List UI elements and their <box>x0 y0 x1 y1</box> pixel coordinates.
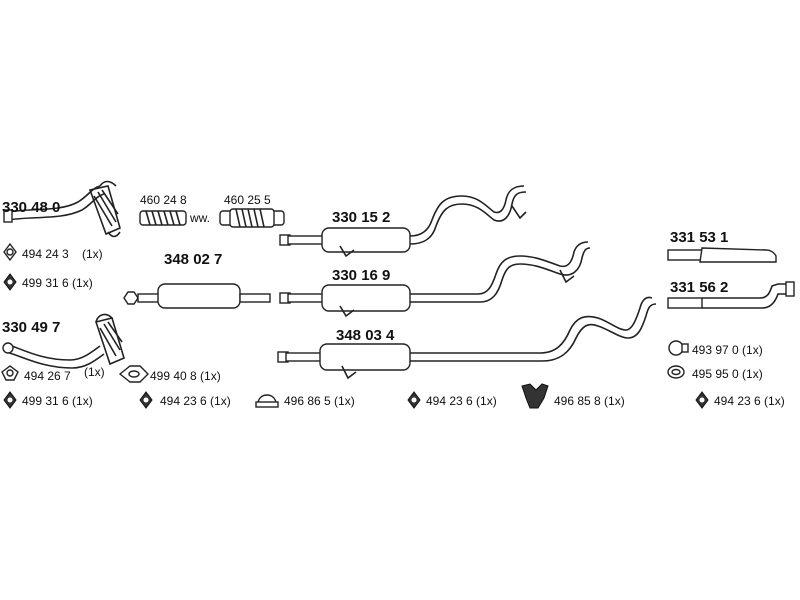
rubber-mount-icon <box>695 391 709 409</box>
downpipe-330480-icon <box>3 180 121 238</box>
accessory-499316-bottom: 499 31 6 (1x) <box>22 394 93 408</box>
flange-gasket-icon <box>118 365 149 383</box>
downpipe-330497-icon <box>2 313 125 369</box>
accessory-496865: 496 86 5 (1x) <box>284 394 355 408</box>
part-number-460255: 460 25 5 <box>224 193 271 207</box>
rubber-ring-icon <box>667 365 685 379</box>
clamp-icon <box>255 394 279 408</box>
muffler-348027-icon <box>123 283 271 309</box>
part-number-331531: 331 53 1 <box>670 229 728 246</box>
part-number-330480: 330 48 0 <box>2 199 60 216</box>
accessory-494267-qty: (1x) <box>84 365 105 379</box>
rubber-mount-icon <box>407 391 421 409</box>
rubber-mount-icon <box>139 391 153 409</box>
part-number-460248: 460 24 8 <box>140 193 187 207</box>
accessory-493970: 493 97 0 (1x) <box>692 343 763 357</box>
accessory-496858: 496 85 8 (1x) <box>554 394 625 408</box>
ww-note: ww. <box>189 211 210 225</box>
part-number-331562: 331 56 2 <box>670 279 728 296</box>
part-number-330497: 330 49 7 <box>2 319 60 336</box>
accessory-494236-right: 494 23 6 (1x) <box>714 394 785 408</box>
accessory-495950: 495 95 0 (1x) <box>692 367 763 381</box>
part-number-348027: 348 02 7 <box>164 251 222 268</box>
gasket-icon <box>1 365 19 381</box>
part-number-348034: 348 03 4 <box>336 327 395 344</box>
part-number-330169: 330 16 9 <box>332 267 390 284</box>
accessory-499316-top: 499 31 6 (1x) <box>22 276 93 290</box>
gasket-icon <box>3 242 17 262</box>
flex-pipe-460255-icon <box>219 208 285 228</box>
flex-pipe-460248-icon <box>139 210 187 226</box>
muffler-330169-icon <box>279 241 591 318</box>
rubber-mount-icon <box>3 273 17 291</box>
rubber-mount-icon <box>3 391 17 409</box>
accessory-494236-mid: 494 23 6 (1x) <box>426 394 497 408</box>
muffler-330152-icon <box>279 185 527 258</box>
accessory-494243: 494 24 3 <box>22 247 69 261</box>
muffler-348034-icon <box>277 296 657 380</box>
accessory-494267: 494 26 7 <box>24 369 71 383</box>
accessory-499408: 499 40 8 (1x) <box>150 369 221 383</box>
tailpipe-331531-icon <box>667 247 777 263</box>
tailpipe-331562-icon <box>667 281 795 309</box>
bracket-icon <box>521 383 549 409</box>
part-number-330152: 330 15 2 <box>332 209 390 226</box>
clamp-icon <box>668 340 689 356</box>
accessory-494243-qty: (1x) <box>82 247 103 261</box>
accessory-494236-left: 494 23 6 (1x) <box>160 394 231 408</box>
